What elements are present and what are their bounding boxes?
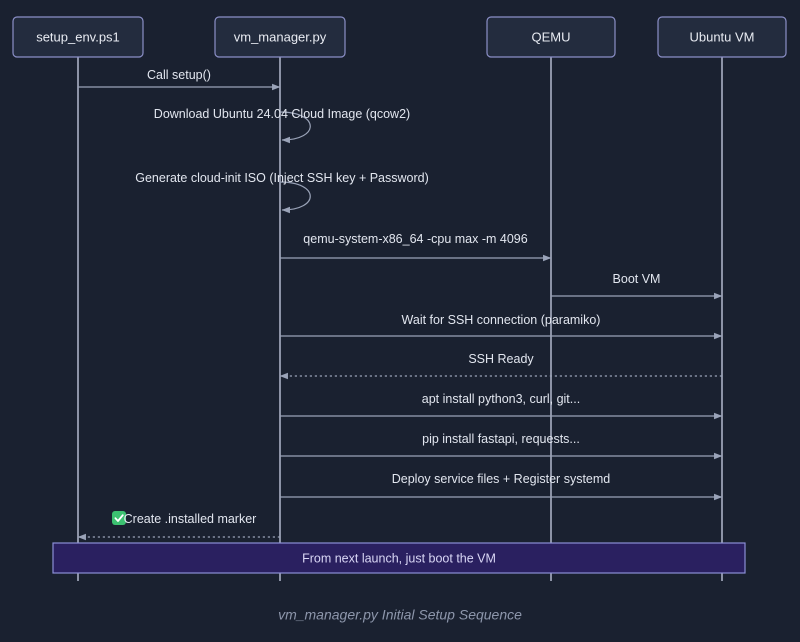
message-wait-ssh: Wait for SSH connection (paramiko) bbox=[280, 313, 723, 340]
message-ssh-ready: SSH Ready bbox=[279, 352, 722, 380]
diagram-caption: vm_manager.py Initial Setup Sequence bbox=[278, 607, 522, 623]
message-label: Call setup() bbox=[147, 68, 211, 82]
actor-vmmgr[interactable]: vm_manager.py bbox=[214, 16, 346, 58]
messages-group: Call setup() Download Ubuntu 24.04 Cloud … bbox=[77, 68, 723, 541]
actor-setup[interactable]: setup_env.ps1 bbox=[12, 16, 144, 58]
check-icon-glyph bbox=[114, 514, 124, 522]
actor-label: setup_env.ps1 bbox=[36, 29, 120, 44]
actor-qemu[interactable]: QEMU bbox=[486, 16, 616, 58]
message-label: apt install python3, curl, git... bbox=[422, 392, 580, 406]
message-label: qemu-system-x86_64 -cpu max -m 4096 bbox=[303, 232, 527, 246]
self-loop-line bbox=[279, 181, 311, 214]
message-label: Download Ubuntu 24.04 Cloud Image (qcow2… bbox=[154, 107, 410, 121]
actor-vm[interactable]: Ubuntu VM bbox=[657, 16, 787, 58]
message-generate-iso: Generate cloud-init ISO (Inject SSH key … bbox=[135, 171, 429, 214]
actor-box[interactable] bbox=[12, 16, 144, 58]
message-label: Boot VM bbox=[613, 272, 661, 286]
note-background bbox=[52, 542, 746, 574]
message-boot-vm: Boot VM bbox=[551, 272, 723, 300]
note-group: From next launch, just boot the VM bbox=[52, 542, 746, 574]
message-label: Create .installed marker bbox=[124, 512, 257, 526]
actor-label: Ubuntu VM bbox=[689, 29, 754, 44]
message-call-setup: Call setup() bbox=[78, 68, 281, 91]
message-label: Generate cloud-init ISO (Inject SSH key … bbox=[135, 171, 429, 185]
check-icon bbox=[112, 511, 126, 525]
message-label: Wait for SSH connection (paramiko) bbox=[402, 313, 601, 327]
self-loop-line bbox=[279, 111, 311, 144]
actor-box[interactable] bbox=[486, 16, 616, 58]
message-qemu-launch: qemu-system-x86_64 -cpu max -m 4096 bbox=[280, 232, 552, 262]
actor-box[interactable] bbox=[214, 16, 346, 58]
actor-label: QEMU bbox=[532, 29, 571, 44]
message-label: Deploy service files + Register systemd bbox=[392, 472, 611, 486]
actors-group: setup_env.ps1 vm_manager.py QEMU Ubuntu VM bbox=[12, 16, 787, 58]
message-deploy-service: Deploy service files + Register systemd bbox=[280, 472, 723, 501]
actor-box[interactable] bbox=[657, 16, 787, 58]
lifelines-group bbox=[77, 57, 723, 581]
message-label: SSH Ready bbox=[468, 352, 534, 366]
message-apt-install: apt install python3, curl, git... bbox=[280, 392, 723, 420]
message-pip-install: pip install fastapi, requests... bbox=[280, 432, 723, 460]
note-label: From next launch, just boot the VM bbox=[302, 551, 496, 565]
message-installed-marker: Create .installed marker bbox=[77, 511, 280, 541]
message-label: pip install fastapi, requests... bbox=[422, 432, 580, 446]
actor-label: vm_manager.py bbox=[234, 29, 327, 44]
caption-group: vm_manager.py Initial Setup Sequence bbox=[278, 607, 522, 623]
message-download-image: Download Ubuntu 24.04 Cloud Image (qcow2… bbox=[154, 107, 410, 144]
